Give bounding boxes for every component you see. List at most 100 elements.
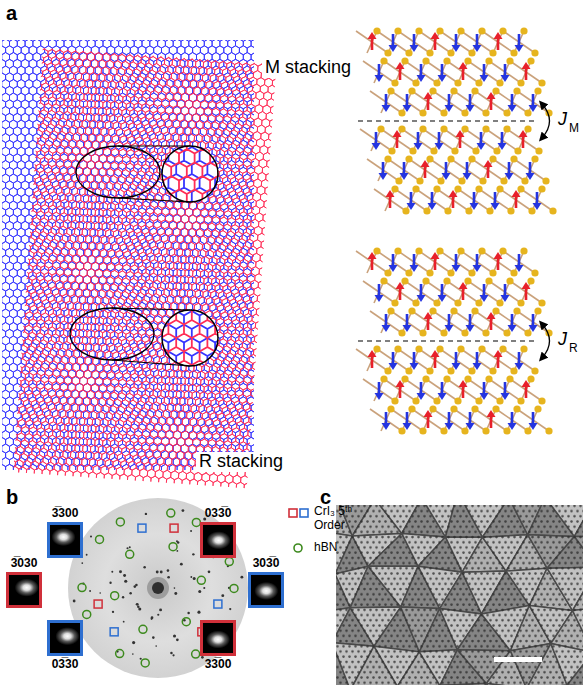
spin-arrowhead <box>515 265 524 272</box>
bragg-spot <box>229 608 231 610</box>
iodine-atom <box>503 109 510 116</box>
spin-arrowhead <box>445 325 454 332</box>
iodine-atom <box>394 345 401 352</box>
zoom-ellipse <box>70 308 154 360</box>
central-halo <box>147 577 169 599</box>
red-lattice <box>13 48 276 488</box>
iodine-atom <box>471 405 478 412</box>
iodine-atom <box>447 49 454 56</box>
iodine-atom <box>489 367 496 374</box>
interface-line <box>358 340 538 341</box>
spin-arrowhead <box>424 312 433 319</box>
iodine-atom <box>443 57 450 64</box>
spin-arrowhead <box>508 423 517 430</box>
spin-arrow <box>490 417 493 428</box>
spin-arrow <box>378 64 381 75</box>
bragg-spot <box>170 652 173 655</box>
bragg-spot <box>173 635 176 638</box>
spin-arrow <box>508 162 511 173</box>
cri3-spot-marker <box>138 524 146 532</box>
spin-arrow <box>392 34 395 45</box>
iodine-atom <box>387 87 394 94</box>
iodine-atom <box>398 125 405 132</box>
bragg-spot <box>176 638 179 641</box>
spin-arrow <box>462 69 465 80</box>
spin-arrow <box>518 352 521 363</box>
iodine-atom <box>415 247 422 254</box>
iodine-atom <box>527 375 534 382</box>
iodine-atom <box>492 87 499 94</box>
bragg-spot <box>197 611 200 614</box>
iodine-atom <box>492 307 499 314</box>
hbn-spot-marker <box>139 625 147 633</box>
spin-arrowhead <box>508 325 517 332</box>
spin-arrowhead <box>417 75 426 82</box>
spin-arrow <box>378 382 381 393</box>
scale-bar <box>494 657 542 662</box>
iodine-atom <box>485 375 492 382</box>
spin-arrowhead <box>428 203 437 210</box>
iodine-atom <box>454 397 461 404</box>
spin-arrowhead <box>522 62 531 69</box>
iodine-atom <box>534 87 541 94</box>
bond <box>370 311 386 322</box>
spin-arrow <box>427 417 430 428</box>
spin-arrow <box>371 39 374 50</box>
bragg-spot <box>111 571 113 573</box>
spin-arrow <box>441 284 444 295</box>
spin-arrow <box>420 64 423 75</box>
spin-arrowhead <box>393 130 402 137</box>
diffraction-spot <box>50 525 80 555</box>
iodine-atom <box>423 207 430 214</box>
iodine-atom <box>391 397 398 404</box>
spot-thumbnail: 3̅300 <box>47 522 83 558</box>
iodine-atom <box>408 405 415 412</box>
iodine-atom <box>461 125 468 132</box>
iodine-atom <box>387 307 394 314</box>
hbn-spot-marker <box>167 509 175 517</box>
spin-arrow <box>392 352 395 363</box>
spin-arrowhead <box>473 265 482 272</box>
iodine-atom <box>409 147 416 154</box>
iodine-atom <box>429 405 436 412</box>
iodine-atom <box>419 427 426 434</box>
spin-arrow <box>504 382 507 393</box>
spin-arrowhead <box>389 265 398 272</box>
spin-arrowhead <box>533 203 542 210</box>
spin-arrow <box>462 289 465 300</box>
iodine-atom <box>472 147 479 154</box>
red-hexagons <box>122 293 239 392</box>
iodine-atom <box>429 307 436 314</box>
iodine-atom <box>496 299 503 306</box>
panel-letter: a <box>6 2 17 24</box>
subscript: M <box>569 122 579 135</box>
spin-arrowhead <box>382 423 391 430</box>
spin-arrow <box>410 192 413 203</box>
miller-index: 033̅0 <box>205 507 232 520</box>
iodine-atom <box>506 277 513 284</box>
spin-arrowhead <box>466 423 475 430</box>
iodine-atom <box>450 307 457 314</box>
iodine-atom <box>454 299 461 306</box>
iodine-atom <box>426 155 433 162</box>
bragg-spot <box>81 562 83 564</box>
spin-arrow <box>504 284 507 295</box>
spot-thumbnail: 03̅30 <box>47 620 83 656</box>
spin-arrow <box>483 284 486 295</box>
diffraction-spot <box>203 525 233 555</box>
iodine-atom <box>380 375 387 382</box>
hbn-spot-marker <box>141 659 149 667</box>
iodine-atom <box>401 57 408 64</box>
bragg-spot <box>86 554 88 556</box>
spin-arrowhead <box>410 45 419 52</box>
iodine-atom <box>542 177 549 184</box>
iodine-atom <box>422 277 429 284</box>
bragg-spot <box>109 582 111 584</box>
iodine-atom <box>408 307 415 314</box>
iodine-atom <box>436 27 443 34</box>
spin-arrowhead <box>526 173 535 180</box>
spin-arrow <box>434 39 437 50</box>
bragg-spot <box>73 600 76 603</box>
spin-arrowhead <box>396 62 405 69</box>
bond <box>363 61 379 72</box>
